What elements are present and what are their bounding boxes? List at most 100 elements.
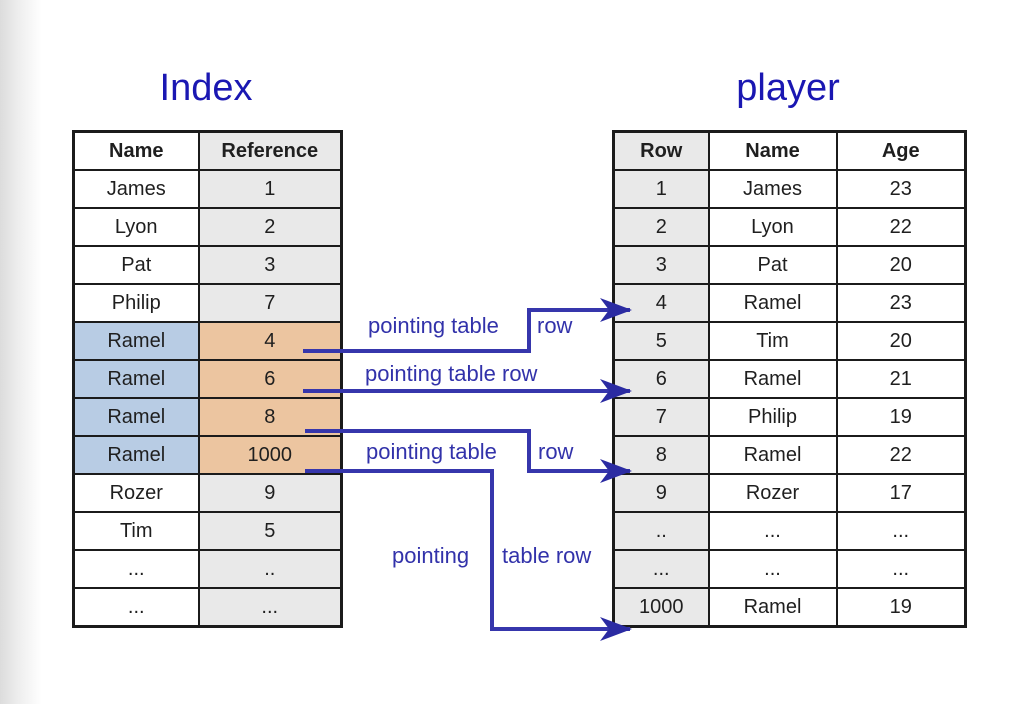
table-cell: 23 [835, 169, 967, 209]
table-cell: Philip [707, 397, 838, 437]
table-cell: 6 [197, 359, 343, 399]
table-cell: 5 [612, 321, 710, 361]
player-table-title: player [736, 67, 840, 109]
player-header-name: Name [707, 130, 838, 171]
table-cell: 2 [612, 207, 710, 247]
index-table-title: Index [159, 67, 253, 109]
player-header-row: Row [612, 130, 710, 171]
table-cell: 5 [197, 511, 343, 551]
table-cell: Ramel [707, 283, 838, 323]
table-cell: 19 [835, 397, 967, 437]
index-header-name: Name [72, 130, 200, 171]
player-header-age: Age [835, 130, 967, 171]
arrow-label-1-part1: pointing table [368, 313, 499, 338]
table-cell: 20 [835, 321, 967, 361]
index-header-reference: Reference [197, 130, 343, 171]
table-cell: ... [612, 549, 710, 589]
table-cell: 22 [835, 207, 967, 247]
arrow-label-1-part2: row [537, 313, 573, 338]
table-cell: James [707, 169, 838, 209]
arrow-label-4-part2: table row [502, 543, 592, 568]
table-cell: 7 [612, 397, 710, 437]
table-row: ........ [612, 511, 967, 551]
table-cell: Lyon [707, 207, 838, 247]
table-cell: 2 [197, 207, 343, 247]
table-cell: 4 [197, 321, 343, 361]
table-row: ..... [72, 549, 343, 589]
table-cell: .. [612, 511, 710, 551]
table-cell: Rozer [72, 473, 200, 513]
table-cell: 3 [197, 245, 343, 285]
table-cell: 8 [612, 435, 710, 475]
table-cell: Ramel [707, 587, 838, 628]
table-cell: 4 [612, 283, 710, 323]
table-cell: 1 [612, 169, 710, 209]
table-cell: ... [707, 549, 838, 589]
table-cell: ... [72, 587, 200, 628]
table-cell: ... [72, 549, 200, 589]
table-cell: Pat [707, 245, 838, 285]
table-cell: Tim [72, 511, 200, 551]
table-cell: James [72, 169, 200, 209]
table-cell: 1000 [612, 587, 710, 628]
table-cell: Pat [72, 245, 200, 285]
table-cell: ... [835, 511, 967, 551]
table-cell: Ramel [707, 435, 838, 475]
arrow-label-3-part2: row [538, 439, 574, 464]
table-cell: 9 [197, 473, 343, 513]
table-cell: Tim [707, 321, 838, 361]
table-cell: 1000 [197, 435, 343, 475]
arrow-label-3-part1: pointing table [366, 439, 497, 464]
table-cell: Ramel [707, 359, 838, 399]
table-cell: ... [197, 587, 343, 628]
table-cell: ... [707, 511, 838, 551]
table-cell: 1 [197, 169, 343, 209]
table-cell: ... [835, 549, 967, 589]
table-cell: 17 [835, 473, 967, 513]
arrow-label-4-part1: pointing [392, 543, 470, 568]
table-cell: Ramel [72, 321, 200, 361]
table-cell: Rozer [707, 473, 838, 513]
table-cell: Ramel [72, 435, 200, 475]
arrow-label-2: pointing table row [365, 361, 538, 386]
table-cell: Ramel [72, 359, 200, 399]
table-cell: 7 [197, 283, 343, 323]
table-row: ...... [72, 587, 343, 628]
table-cell: 6 [612, 359, 710, 399]
table-cell: 21 [835, 359, 967, 399]
table-row: ......... [612, 549, 967, 589]
table-cell: 19 [835, 587, 967, 628]
table-cell: 22 [835, 435, 967, 475]
table-cell: 23 [835, 283, 967, 323]
table-cell: Lyon [72, 207, 200, 247]
table-cell: Philip [72, 283, 200, 323]
table-cell: 3 [612, 245, 710, 285]
table-cell: 20 [835, 245, 967, 285]
table-cell: 9 [612, 473, 710, 513]
page-edge-shadow [0, 0, 42, 704]
